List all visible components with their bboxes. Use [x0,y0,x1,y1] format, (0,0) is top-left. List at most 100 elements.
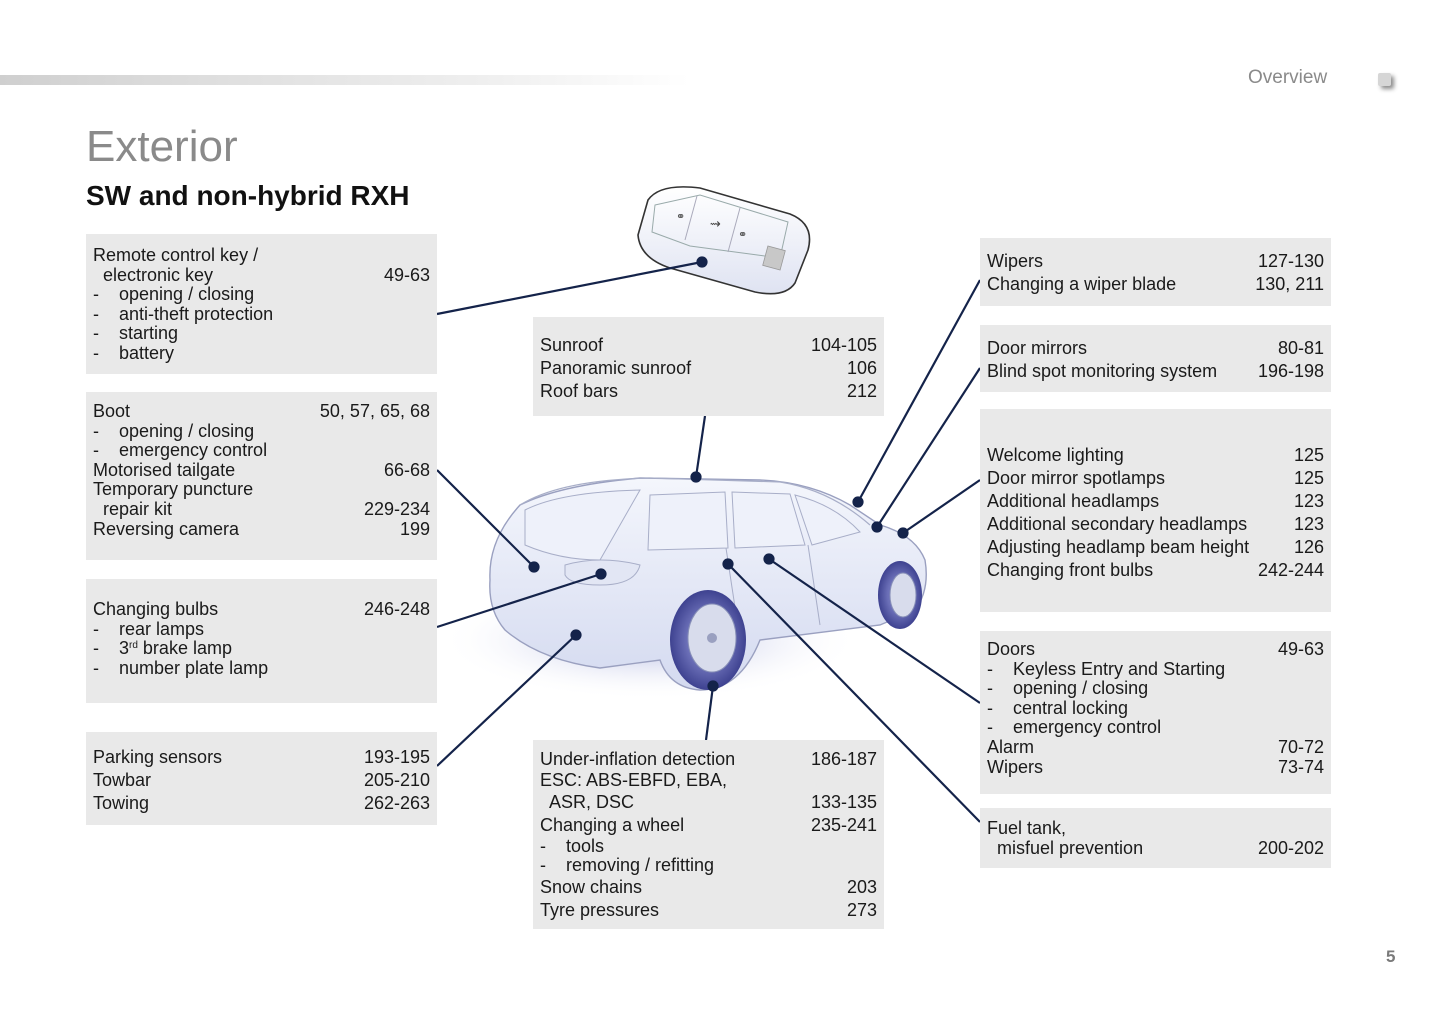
row-label: Remote control key / [93,245,259,265]
row-label: Adjusting headlamp beam height [987,537,1250,557]
callout-row: - 3rd brake lamp [93,638,430,659]
page-reference[interactable]: 73-74 [1277,756,1324,777]
row-label: - Keyless Entry and Starting [987,658,1226,679]
page-reference[interactable]: 200-202 [1257,837,1324,858]
callout-row: - Keyless Entry and Starting [987,658,1324,680]
callout-row: Roof bars 212 [540,380,877,403]
page-subtitle: SW and non-hybrid RXH [86,180,410,211]
page-reference[interactable]: 50, 57, 65, 68 [319,401,430,421]
page-reference[interactable]: 229-234 [363,498,430,519]
row-label: - tools [540,835,605,856]
callout-row: - anti-theft protection [93,303,430,325]
row-label: Sunroof [540,335,604,355]
page-reference[interactable]: 186-187 [810,749,877,769]
row-label: Doors [987,639,1036,659]
section-label: Overview [1248,67,1328,88]
row-label: - opening / closing [93,420,255,441]
row-label: misfuel prevention [987,837,1144,858]
page-number: 5 [1386,947,1396,966]
page-reference[interactable]: 242-244 [1257,560,1324,580]
row-label: Additional secondary headlamps [987,514,1248,534]
page-reference[interactable]: 104-105 [810,335,877,355]
row-label: ASR, DSC [540,791,635,812]
page-reference[interactable]: 199 [399,518,430,539]
callout-row: - starting [93,324,430,344]
page-reference[interactable]: 123 [1293,491,1324,511]
row-label: Towing [93,793,150,813]
page-reference[interactable]: 80-81 [1277,338,1324,358]
page-reference[interactable]: 273 [846,899,877,920]
page-reference[interactable]: 123 [1293,514,1324,534]
fob-boot-icon: ⇝ [710,216,721,231]
callout-row: Blind spot monitoring system 196-198 [987,360,1324,383]
section-marker-icon [1378,73,1391,86]
callout-row: - emergency control [93,441,430,461]
page-reference[interactable]: 127-130 [1257,251,1324,271]
page-reference[interactable]: 130, 211 [1255,274,1324,294]
callout-row: Doors 49-63 [987,639,1324,660]
row-label: - number plate lamp [93,657,269,678]
callout-row: ASR, DSC 133-135 [540,791,877,814]
header-gradient-bar [0,75,690,85]
page-reference[interactable]: 106 [846,358,877,378]
row-label: Alarm [987,736,1035,757]
row-label: - starting [93,323,179,344]
row-label: Motorised tailgate [93,459,236,480]
row-label: Changing front bulbs [987,560,1154,580]
page-reference[interactable]: 70-72 [1277,736,1324,757]
callout-row: Motorised tailgate 66-68 [93,459,430,481]
page-reference[interactable]: 193-195 [363,747,430,767]
row-label: - opening / closing [987,678,1149,699]
callout-row: - removing / refitting [540,856,877,876]
row-label: Fuel tank, [987,818,1067,838]
callout-row: Alarm 70-72 [987,736,1324,758]
page-reference[interactable]: 125 [1293,468,1324,488]
callout-row: Temporary puncture [93,480,430,500]
page-reference[interactable]: 246-248 [363,599,430,619]
page-reference[interactable]: 66-68 [383,459,430,480]
page-reference[interactable]: 203 [846,876,877,897]
row-label: Blind spot monitoring system [987,361,1218,381]
page-reference[interactable]: 49-63 [383,264,430,285]
page-reference[interactable]: 126 [1293,537,1324,557]
page-reference[interactable]: 133-135 [810,791,877,812]
row-label: - anti-theft protection [93,303,274,324]
row-label-text: - 3 [93,638,130,659]
page-reference[interactable]: 262-263 [363,793,430,813]
callout-row: - emergency control [987,718,1324,738]
page-reference[interactable]: 212 [846,381,877,401]
callout-row: Door mirrors 80-81 [987,337,1324,360]
callout-row: Additional secondary headlamps 123 [987,513,1324,536]
row-label: Roof bars [540,381,619,401]
callout-row: Towing 262-263 [93,792,430,815]
page-reference[interactable]: 49-63 [1277,639,1324,659]
row-label: Towbar [93,770,152,790]
callout-row: - tools [540,835,877,857]
page-reference[interactable]: 125 [1293,445,1324,465]
fob-unlock-icon: ⚭ [738,229,747,241]
row-label-text: brake lamp [137,638,232,659]
callout-row: - central locking [987,698,1324,719]
row-label: Wipers [987,756,1044,777]
callout-fuel: Fuel tank, misfuel prevention 200-202 [980,808,1331,868]
page-reference[interactable]: 235-241 [810,814,877,835]
page-reference[interactable]: 205-210 [363,770,430,790]
fob-lock-icon: ⚭ [676,211,685,223]
row-label: Door mirrors [987,338,1088,358]
row-label: Parking sensors [93,747,223,767]
page-reference[interactable]: 196-198 [1257,361,1324,381]
row-label: Door mirror spotlamps [987,468,1166,488]
